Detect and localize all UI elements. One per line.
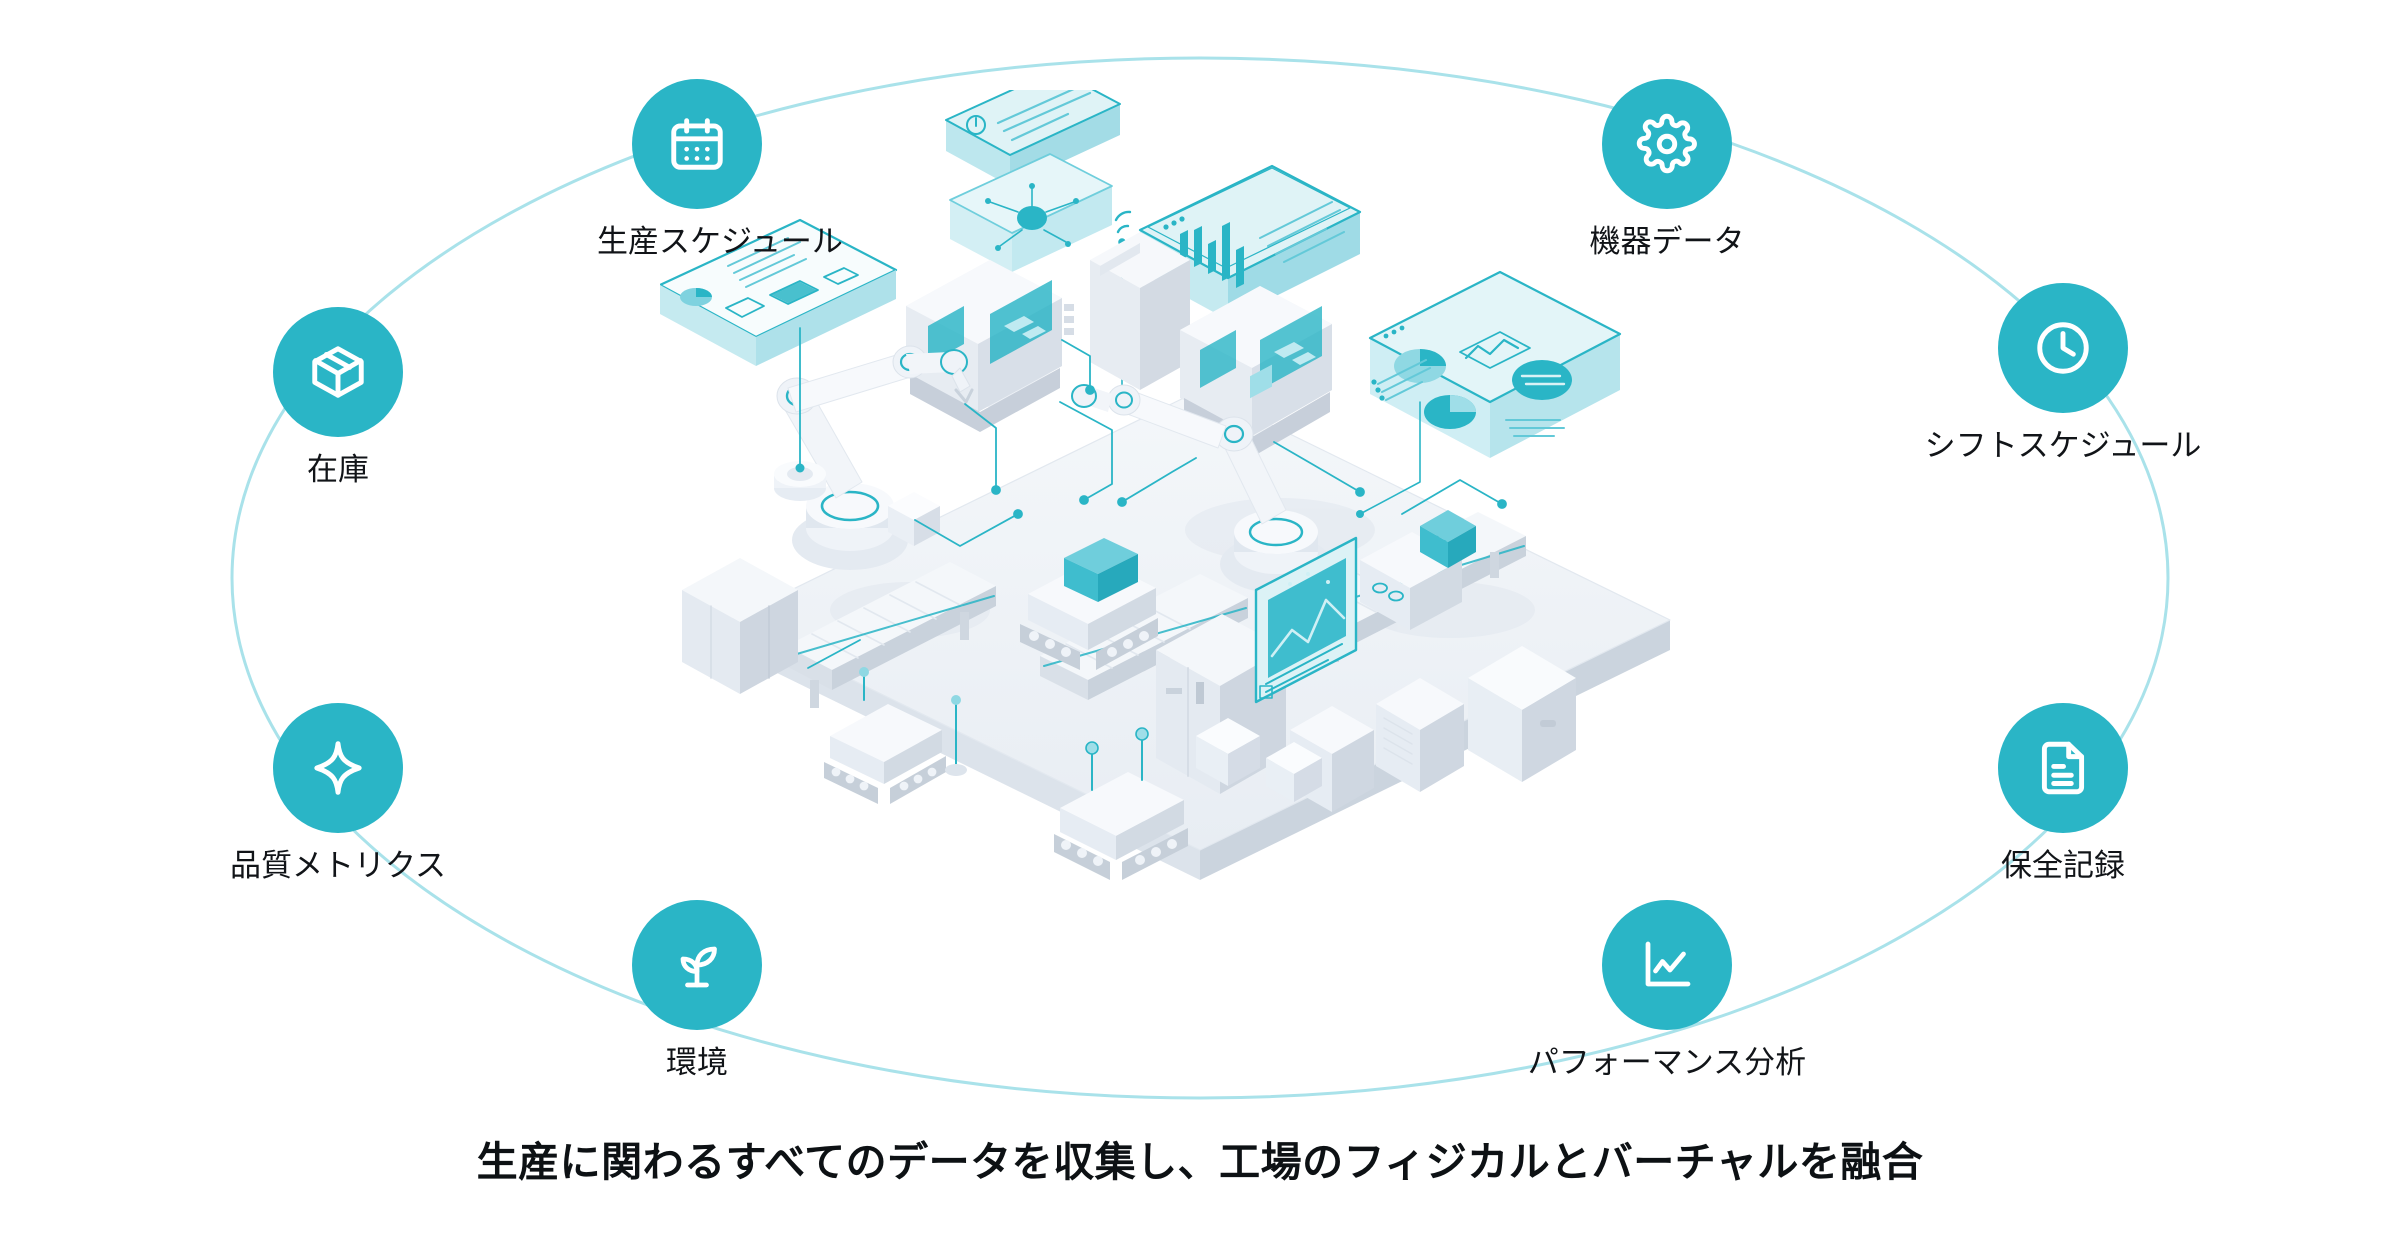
crates-cluster-lower [1196, 718, 1322, 802]
clock-icon [2037, 322, 2089, 374]
package-box-icon [312, 346, 364, 398]
seedling-icon [680, 946, 717, 988]
node-bubble[interactable] [1998, 283, 2128, 413]
node-label: パフォーマンス分析 [1527, 1045, 1807, 1080]
node-environment[interactable]: 環境 [597, 900, 797, 1083]
document-lines-icon [2041, 741, 2085, 795]
caption-text: 生産に関わるすべてのデータを収集し、工場のフィジカルとバーチャルを融合 [476, 1139, 1924, 1185]
cnc-machine-left [906, 260, 1074, 432]
node-label: 機器データ [1589, 224, 1745, 259]
gear-icon [1636, 113, 1697, 174]
floating-panel-dashboard-left [660, 218, 898, 366]
node-label: 品質メトリクス [229, 848, 447, 883]
floating-panel-tablet-chart [1254, 536, 1358, 704]
equipment-racks-right [1290, 646, 1576, 812]
node-label: シフトスケジュール [1924, 428, 2202, 463]
node-label: 生産スケジュール [597, 224, 843, 259]
sparkle-star-icon [314, 741, 362, 795]
node-production-schedule[interactable]: 生産スケジュール [597, 79, 843, 262]
node-bubble[interactable] [632, 79, 762, 209]
server-tower [1090, 232, 1190, 390]
line-chart-icon [1645, 941, 1691, 987]
node-bubble[interactable] [1998, 703, 2128, 833]
calendar-icon [671, 118, 723, 170]
node-maintenance-records[interactable]: 保全記録 [1963, 703, 2163, 886]
storage-cabinet-left [682, 558, 798, 694]
node-bubble[interactable] [632, 900, 762, 1030]
node-inventory[interactable]: 在庫 [238, 307, 438, 490]
floating-panel-node-graph [949, 153, 1113, 272]
floor-sensor-pole [945, 695, 967, 776]
node-bubble[interactable] [273, 703, 403, 833]
node-shift-schedule[interactable]: シフトスケジュール [1853, 283, 2273, 466]
agv-robot-bottom [1054, 727, 1188, 880]
small-cube-product [888, 492, 940, 546]
robot-arm-left [776, 345, 974, 570]
node-label: 在庫 [307, 452, 369, 487]
isometric-factory-illustration [660, 90, 1671, 880]
node-equipment-data[interactable]: 機器データ [1567, 79, 1767, 262]
cnc-machine-right [1180, 286, 1332, 456]
node-quality-metrics[interactable]: 品質メトリクス [128, 703, 548, 886]
floating-panel-analytics-right [1356, 270, 1622, 518]
node-label: 保全記録 [2001, 848, 2125, 883]
crate-on-right-belt [1420, 510, 1476, 568]
node-bubble[interactable] [1602, 79, 1732, 209]
node-label: 環境 [666, 1045, 728, 1080]
agv-robot-center [1020, 538, 1158, 670]
node-bubble[interactable] [1602, 900, 1732, 1030]
node-performance-analytics[interactable]: パフォーマンス分析 [1457, 900, 1877, 1083]
agv-robot-lower-left [824, 667, 946, 804]
data-connector-lines [807, 339, 1507, 669]
node-bubble[interactable] [273, 307, 403, 437]
pedestal-sensor [774, 327, 826, 501]
